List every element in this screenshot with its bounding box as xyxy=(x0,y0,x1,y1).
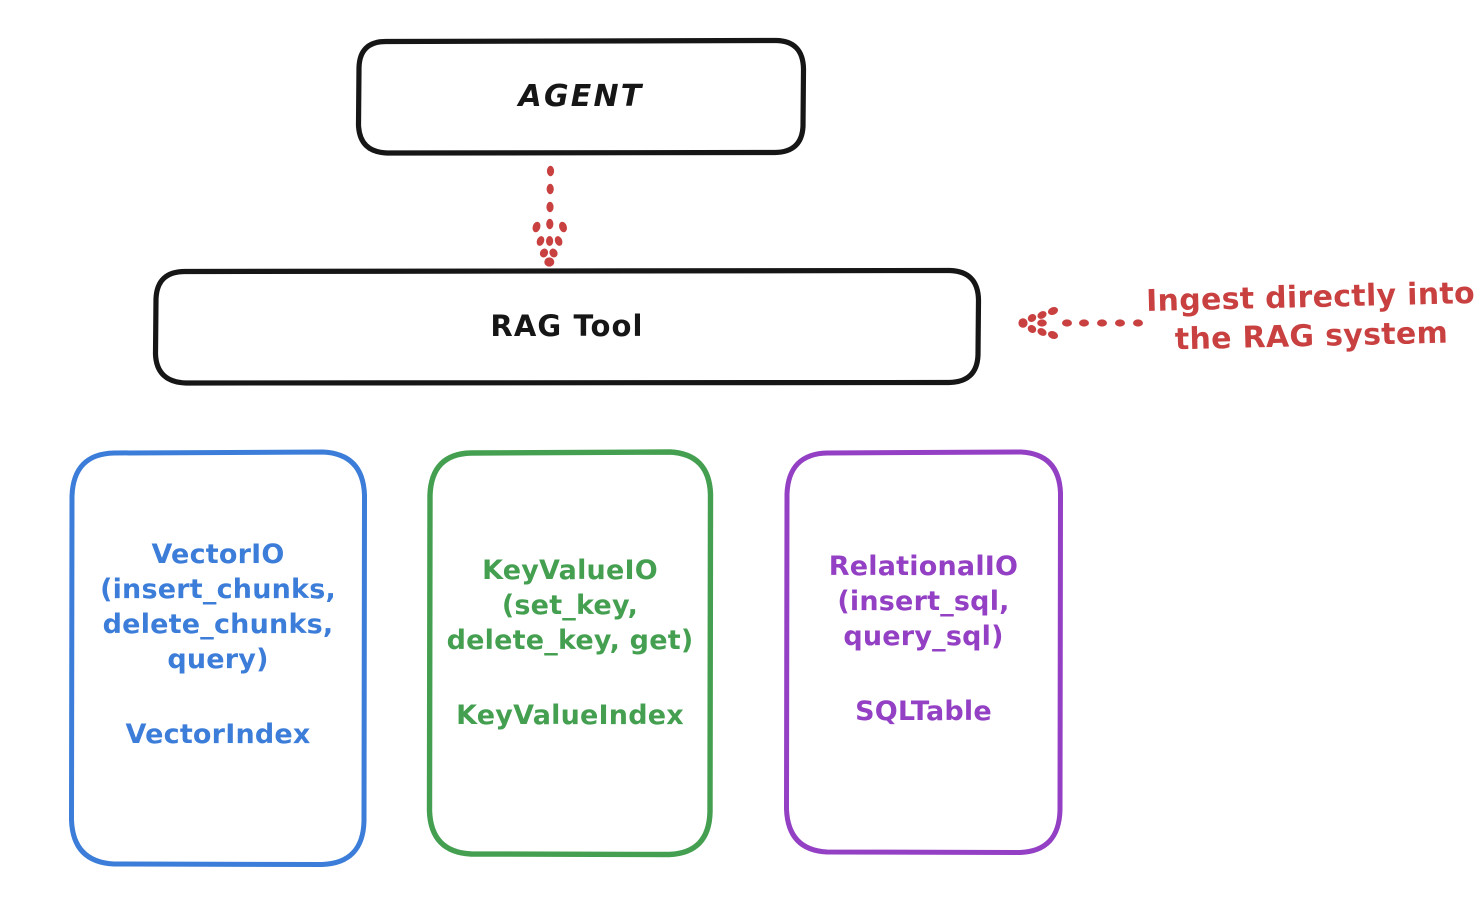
vector-io-index-label: VectorIndex xyxy=(125,719,311,751)
key-value-io-content: KeyValueIO (set_key, delete_key, get) Ke… xyxy=(426,449,714,731)
vector-io-node[interactable]: VectorIO (insert_chunks, delete_chunks, … xyxy=(68,449,368,867)
dotted-arrow-down-icon xyxy=(532,165,567,267)
key-value-io-index-label: KeyValueIndex xyxy=(456,700,684,732)
relational-io-node[interactable]: RelationalIO (insert_sql, query_sql) SQL… xyxy=(783,449,1064,855)
relational-io-api-label: RelationalIO (insert_sql, query_sql) xyxy=(828,551,1019,653)
key-value-io-api-label: KeyValueIO (set_key, delete_key, get) xyxy=(446,555,694,657)
key-value-io-node[interactable]: KeyValueIO (set_key, delete_key, get) Ke… xyxy=(426,449,714,858)
relational-io-content: RelationalIO (insert_sql, query_sql) SQL… xyxy=(783,449,1064,727)
ingest-annotation-text: Ingest directly into the RAG system xyxy=(1145,275,1476,358)
dotted-arrow-left-icon xyxy=(1018,306,1143,340)
agent-node[interactable]: AGENT xyxy=(355,37,807,156)
relational-io-index-label: SQLTable xyxy=(855,696,992,728)
rag-tool-node-label: RAG Tool xyxy=(490,309,644,344)
vector-io-content: VectorIO (insert_chunks, delete_chunks, … xyxy=(68,449,368,750)
agent-node-label: AGENT xyxy=(518,78,644,114)
rag-tool-node[interactable]: RAG Tool xyxy=(152,267,982,386)
vector-io-api-label: VectorIO (insert_chunks, delete_chunks, … xyxy=(100,539,336,676)
